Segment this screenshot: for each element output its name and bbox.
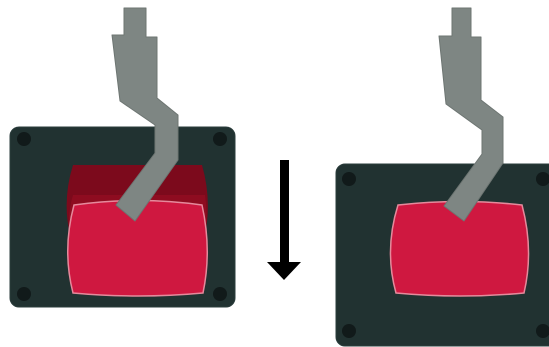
bolt-left-bottom-left [17,287,31,301]
arrow-shaft [280,160,289,265]
arrow-down-icon [267,160,301,280]
before-panel [9,7,236,308]
bolt-right-top-left [342,172,356,186]
arm-right [438,7,504,222]
after-panel [335,7,549,347]
plunger-left [67,199,208,297]
arrow-head [267,262,301,280]
bolt-right-bottom-left [342,324,356,338]
bolt-left-bottom-right [213,287,227,301]
arm-left [111,7,179,222]
bolt-right-top-right [536,172,549,186]
bolt-left-top-left [17,132,31,146]
bolt-left-top-right [213,132,227,146]
bolt-right-bottom-right [536,324,549,338]
